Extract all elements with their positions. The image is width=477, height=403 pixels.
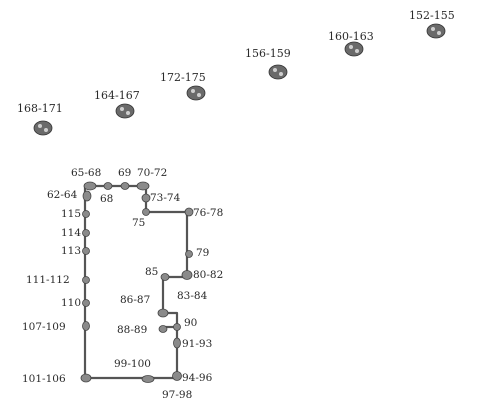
node-115	[82, 210, 90, 218]
cluster-164-167: 164-167	[94, 89, 140, 119]
node-label: 69	[118, 167, 131, 179]
node-90	[173, 323, 181, 331]
node-85	[160, 273, 170, 281]
cluster-label: 164-167	[94, 89, 140, 102]
cluster-marker	[344, 41, 364, 57]
node-114	[82, 229, 90, 237]
node-label: 76-78	[193, 207, 223, 219]
node-80-82	[181, 270, 193, 280]
node-69	[103, 182, 113, 190]
node-label: 99-100	[114, 358, 151, 370]
node-label: 94-96	[182, 372, 213, 384]
node-88-89	[158, 325, 168, 333]
node-110	[82, 299, 90, 307]
node-label: 97-98	[162, 389, 192, 401]
node-label: 107-109	[22, 321, 66, 333]
node-73-74	[141, 193, 151, 203]
node-65-68	[83, 181, 97, 191]
node-75	[142, 208, 150, 216]
node-label: 68	[100, 193, 113, 205]
loop-path-left	[83, 184, 189, 380]
cluster-168-171: 168-171	[17, 102, 63, 136]
node-label: 65-68	[71, 167, 101, 179]
node-113	[82, 247, 90, 255]
cluster-marker	[186, 85, 206, 101]
node-86-87	[157, 308, 169, 318]
node-label: 70-72	[137, 167, 167, 179]
node-76-78	[184, 207, 194, 217]
node-label: 114	[61, 227, 81, 239]
node-label: 113	[61, 245, 81, 257]
node-label: 85	[145, 266, 158, 278]
cluster-label: 152-155	[409, 9, 455, 22]
node-91-93	[173, 337, 181, 349]
cluster-marker	[115, 103, 135, 119]
node-label: 91-93	[182, 338, 212, 350]
node-label: 73-74	[150, 192, 181, 204]
node-label: 101-106	[22, 373, 66, 385]
cluster-label: 172-175	[160, 71, 206, 84]
node-70-72	[136, 181, 150, 191]
node-99-100	[141, 375, 155, 383]
node-label: 111-112	[26, 274, 70, 286]
node-label: 88-89	[117, 324, 147, 336]
node-62-64	[82, 190, 92, 202]
node-label: 115	[61, 208, 81, 220]
cluster-marker	[426, 23, 446, 39]
node-label: 62-64	[47, 189, 78, 201]
node-label: 110	[61, 297, 81, 309]
node-label: 75	[132, 217, 145, 229]
cluster-marker	[268, 64, 288, 80]
node-101-106	[80, 373, 92, 383]
node-labels: 65-68 69 70-72 62-64 68 73-74 115 75 76-…	[22, 167, 223, 401]
cluster-172-175: 172-175	[160, 71, 206, 101]
node-79	[185, 250, 193, 258]
cluster-marker	[33, 120, 53, 136]
node-69b	[120, 182, 130, 190]
cluster-label: 156-159	[245, 47, 291, 60]
path-nodes	[80, 181, 194, 383]
node-label: 80-82	[193, 269, 223, 281]
node-94-96	[172, 371, 182, 381]
node-label: 79	[196, 247, 209, 259]
cluster-label: 168-171	[17, 102, 63, 115]
node-107-109	[82, 321, 90, 331]
node-label: 83-84	[177, 290, 208, 302]
node-111-112	[82, 276, 90, 284]
node-label: 86-87	[120, 294, 150, 306]
cluster-label: 160-163	[328, 30, 374, 43]
cluster-156-159: 156-159	[245, 47, 291, 80]
cluster-160-163: 160-163	[328, 30, 374, 57]
cluster-152-155: 152-155	[409, 9, 455, 39]
node-label: 90	[184, 317, 197, 329]
